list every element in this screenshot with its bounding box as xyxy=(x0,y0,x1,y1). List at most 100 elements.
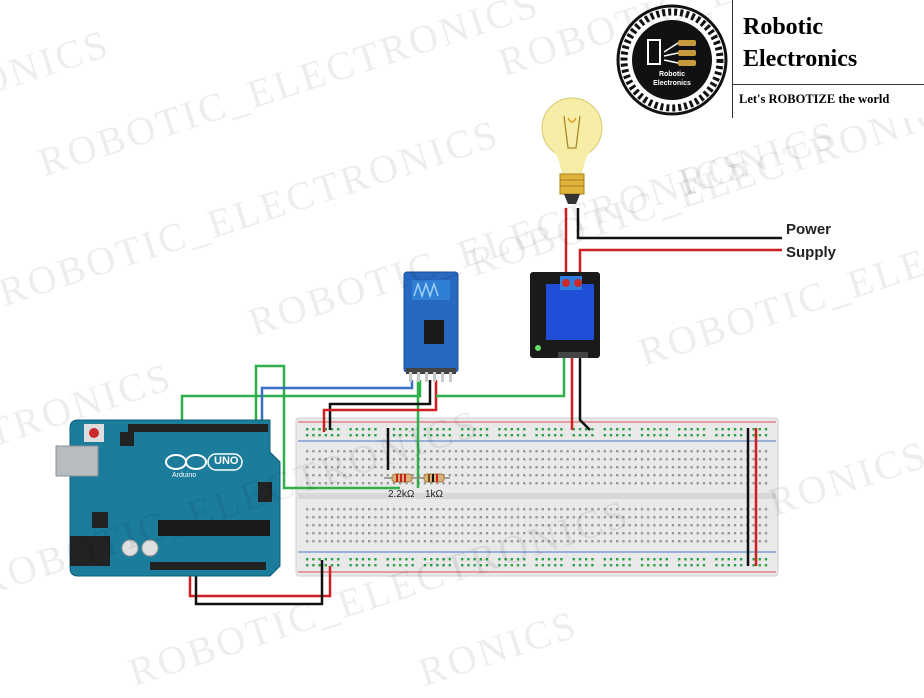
breadboard-hole xyxy=(392,482,396,485)
breadboard-hole xyxy=(318,532,321,535)
breadboard-hole xyxy=(721,428,724,431)
breadboard-hole xyxy=(430,516,433,519)
breadboard-hole xyxy=(349,564,352,567)
breadboard-hole xyxy=(361,508,365,511)
breadboard-hole xyxy=(616,482,619,485)
breadboard-hole xyxy=(659,466,662,469)
breadboard-hole xyxy=(306,558,309,561)
breadboard-hole xyxy=(306,516,309,519)
breadboard-hole xyxy=(504,466,507,469)
breadboard-hole xyxy=(678,564,681,567)
breadboard-hole xyxy=(349,428,352,431)
brand-tagline: Let's ROBOTIZE the world xyxy=(739,92,890,106)
breadboard-hole xyxy=(330,428,334,431)
breadboard-hole xyxy=(454,516,458,519)
breadboard-hole xyxy=(647,482,650,485)
breadboard-hole xyxy=(554,466,557,469)
breadboard-hole xyxy=(640,428,644,431)
breadboard-hole xyxy=(591,564,594,567)
breadboard-hole xyxy=(479,516,482,519)
breadboard-hole xyxy=(733,532,737,535)
breadboard-hole xyxy=(430,508,433,511)
breadboard-hole xyxy=(535,540,538,543)
breadboard-hole xyxy=(318,428,321,431)
breadboard-hole xyxy=(740,564,743,567)
breadboard-hole xyxy=(386,516,389,519)
breadboard-hole xyxy=(752,508,755,511)
breadboard-hole xyxy=(330,466,334,469)
breadboard-hole xyxy=(541,428,544,431)
breadboard-hole xyxy=(678,434,681,437)
breadboard-hole xyxy=(380,482,383,485)
breadboard-hole xyxy=(659,434,662,437)
breadboard-hole xyxy=(392,564,396,567)
breadboard-hole xyxy=(591,508,594,511)
breadboard-hole xyxy=(764,516,768,519)
breadboard-hole xyxy=(430,564,433,567)
bt-pin xyxy=(417,372,420,382)
breadboard-hole xyxy=(355,540,358,543)
breadboard-hole xyxy=(740,482,743,485)
breadboard-hole xyxy=(355,482,358,485)
breadboard-hole xyxy=(585,508,588,511)
breadboard-hole xyxy=(423,540,427,543)
breadboard-hole xyxy=(529,450,532,453)
breadboard-hole xyxy=(702,466,706,469)
breadboard-hole xyxy=(740,508,743,511)
breadboard-hole xyxy=(411,508,414,511)
breadboard-hole xyxy=(578,474,582,477)
resistor-label-1k: 1kΩ xyxy=(425,489,444,500)
breadboard-hole xyxy=(740,532,743,535)
breadboard-hole xyxy=(380,532,383,535)
relay-terminal-2 xyxy=(574,279,582,287)
breadboard-hole xyxy=(442,516,445,519)
bt-pin xyxy=(425,372,428,382)
bt-pin xyxy=(449,372,452,382)
breadboard-hole xyxy=(498,558,501,561)
breadboard-hole xyxy=(337,516,340,519)
breadboard-hole xyxy=(355,450,358,453)
breadboard-hole xyxy=(634,532,637,535)
logo-text-line2: Electronics xyxy=(653,80,691,87)
breadboard-hole xyxy=(516,466,520,469)
breadboard-hole xyxy=(473,482,476,485)
breadboard-hole xyxy=(628,466,631,469)
breadboard-hole xyxy=(733,508,737,511)
breadboard-hole xyxy=(603,540,606,543)
breadboard-hole xyxy=(733,428,737,431)
breadboard-hole xyxy=(665,540,668,543)
breadboard-hole xyxy=(684,482,687,485)
breadboard-hole xyxy=(616,516,619,519)
breadboard-hole xyxy=(461,458,464,461)
breadboard-hole xyxy=(368,508,371,511)
breadboard-hole xyxy=(740,466,743,469)
breadboard-hole xyxy=(578,540,582,543)
breadboard-hole xyxy=(355,516,358,519)
breadboard-hole xyxy=(541,482,544,485)
breadboard-hole xyxy=(554,564,557,567)
bt-pin xyxy=(409,372,412,382)
breadboard-hole xyxy=(318,474,321,477)
breadboard-hole xyxy=(653,428,656,431)
breadboard-hole xyxy=(740,434,743,437)
brand-header: Robotic Electronics Let's ROBOTIZE the w… xyxy=(732,0,924,118)
breadboard-hole xyxy=(343,524,346,527)
breadboard-hole xyxy=(547,516,551,519)
breadboard-hole xyxy=(665,532,668,535)
breadboard-hole xyxy=(758,434,761,437)
breadboard-hole xyxy=(653,450,656,453)
breadboard-hole xyxy=(647,558,650,561)
wire-blue xyxy=(260,380,414,428)
breadboard-hole xyxy=(665,558,668,561)
breadboard-hole xyxy=(715,434,718,437)
breadboard-hole xyxy=(709,474,712,477)
breadboard-hole xyxy=(585,564,588,567)
breadboard-hole xyxy=(628,524,631,527)
breadboard-hole xyxy=(361,564,365,567)
breadboard-hole xyxy=(640,516,644,519)
breadboard-hole xyxy=(597,540,600,543)
breadboard-hole xyxy=(733,474,737,477)
breadboard-hole xyxy=(337,540,340,543)
breadboard-hole xyxy=(622,434,625,437)
breadboard-hole xyxy=(609,516,613,519)
